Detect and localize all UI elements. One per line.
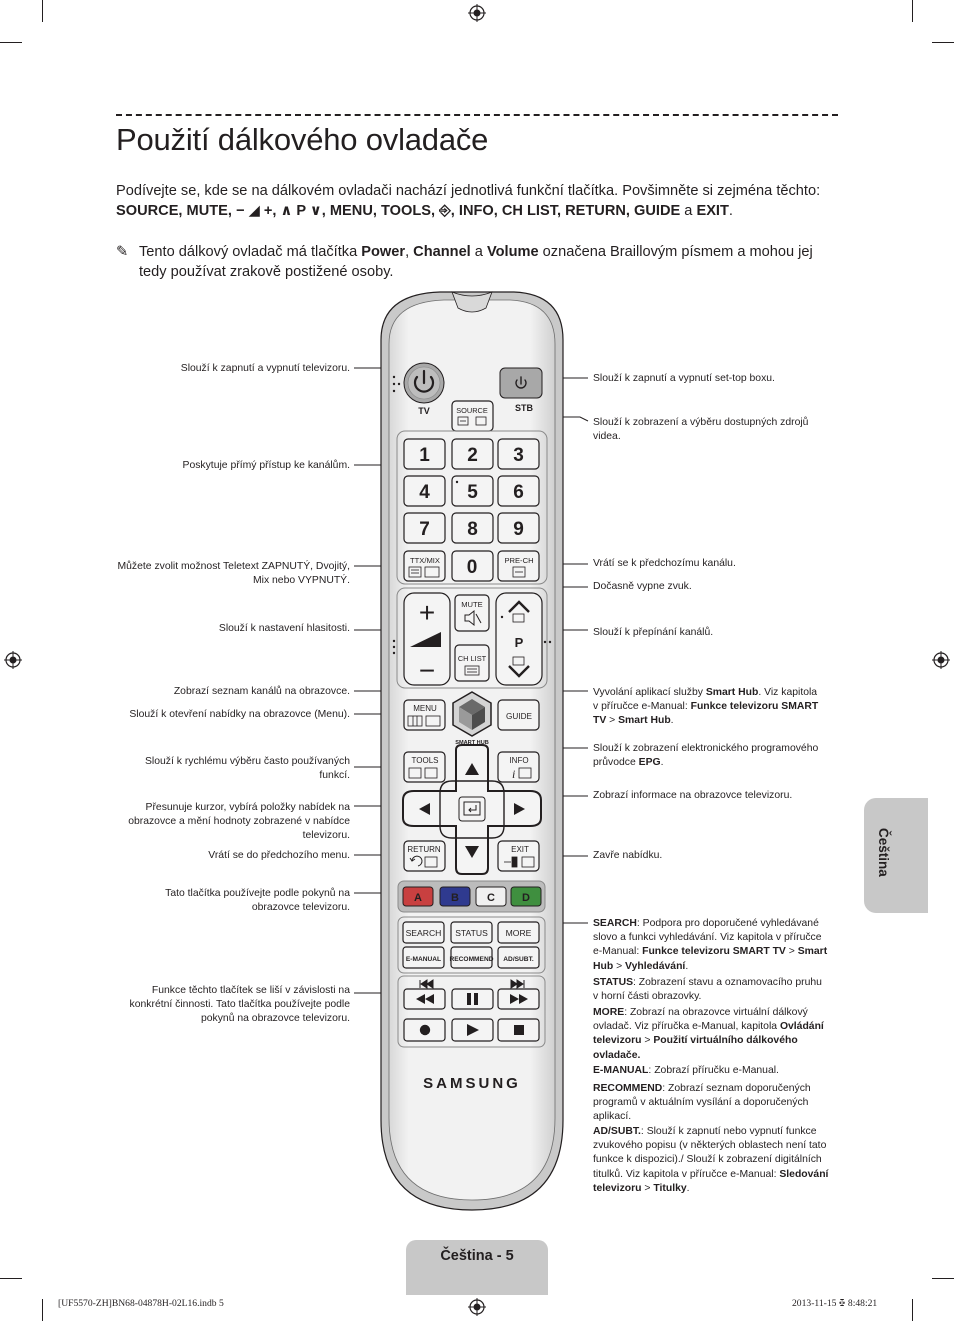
digit-label: 0 [467, 557, 478, 578]
mute-label: MUTE [461, 600, 483, 609]
tools-label: TOOLS [412, 756, 439, 765]
source-label: SOURCE [456, 406, 488, 415]
function-button-label: AD/SUBT. [503, 956, 534, 963]
digit-label: 8 [467, 519, 478, 540]
function-button-label: STATUS [455, 928, 488, 938]
digit-label: 9 [513, 519, 524, 540]
enter-button[interactable] [459, 797, 485, 821]
ttx-label: TTX/MIX [410, 556, 440, 565]
digit-label: 5 [467, 482, 478, 503]
channel-label: P [515, 635, 524, 650]
function-button-label: E-MANUAL [406, 956, 441, 963]
pause-button[interactable] [452, 989, 493, 1009]
page-number-tab: Čeština - 5 [406, 1240, 548, 1295]
digit-label: 3 [513, 445, 524, 466]
return-label: RETURN [407, 845, 441, 854]
record-icon [420, 1025, 430, 1035]
volume-minus-label: − [419, 655, 435, 686]
stop-icon [514, 1025, 524, 1035]
guide-label: GUIDE [506, 712, 532, 721]
function-button-label: RECOMMEND [450, 956, 494, 963]
function-button-label: SEARCH [406, 928, 442, 938]
digit-label: 4 [419, 482, 430, 503]
side-tab-label: Čeština [876, 828, 891, 877]
ch-list-button[interactable] [455, 645, 489, 681]
digit-label: 7 [419, 519, 430, 540]
language-side-tab: Čeština [864, 798, 928, 913]
prech-label: PRE-CH [504, 556, 533, 565]
color-button-label: D [522, 892, 530, 904]
stb-label: STB [515, 403, 534, 413]
brand-logo: SAMSUNG [423, 1075, 521, 1092]
info-label: INFO [509, 756, 528, 765]
number-keypad: 1 2 3 4 5 6 7 8 9 [404, 439, 539, 543]
ch-list-label: CH LIST [458, 654, 487, 663]
color-button-label: B [451, 892, 459, 904]
menu-label: MENU [413, 704, 437, 713]
tv-label: TV [418, 406, 430, 416]
volume-plus-label: + [419, 597, 435, 628]
digit-label: 2 [467, 445, 478, 466]
exit-label: EXIT [511, 845, 529, 854]
braille-dot [456, 481, 458, 483]
page-number: Čeština - 5 [406, 1248, 548, 1264]
color-button-label: A [414, 892, 422, 904]
svg-text:i: i [512, 767, 515, 781]
digit-label: 1 [419, 445, 430, 466]
function-button-label: MORE [506, 928, 532, 938]
color-button-label: C [487, 892, 495, 904]
footer-timestamp: 2013-11-15 ꔀ 8:48:21 [792, 1298, 877, 1309]
digit-label: 6 [513, 482, 524, 503]
footer-file-info: [UF5570-ZH]BN68-04878H-02L16.indb 5 [58, 1298, 224, 1309]
